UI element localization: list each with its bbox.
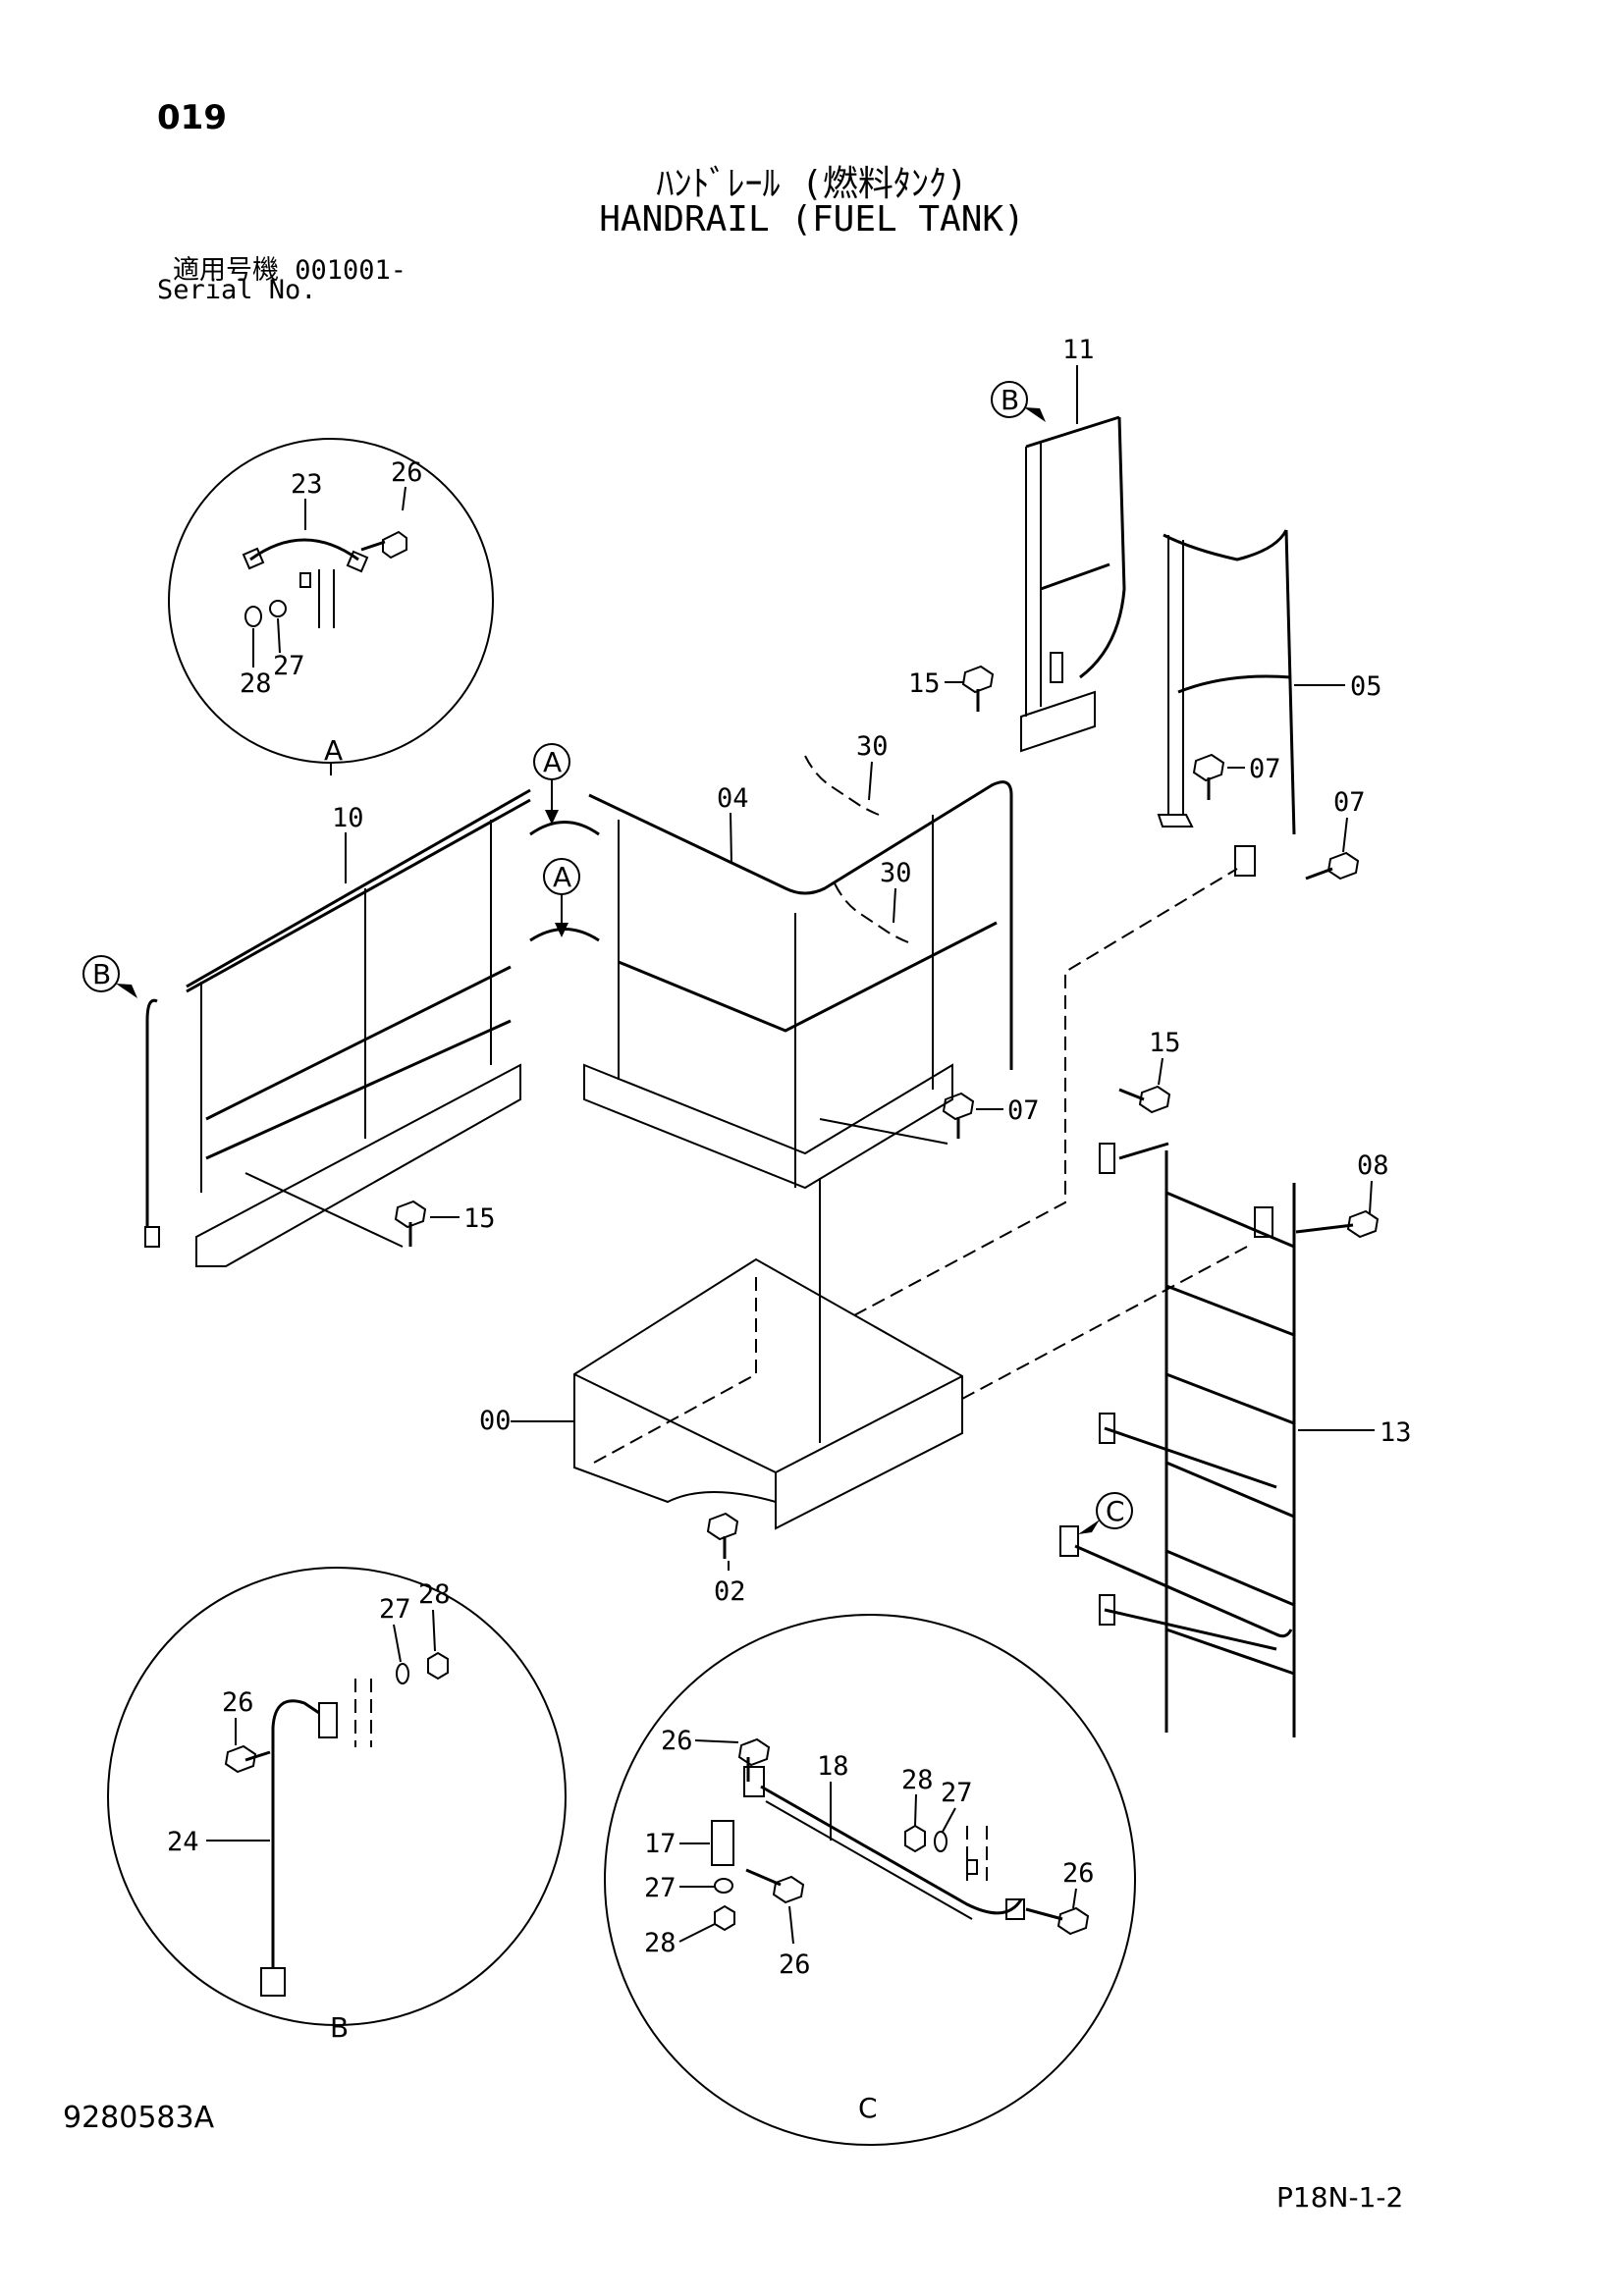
part-27-label-c2: 27 (941, 1778, 973, 1808)
part-10-label: 10 (332, 803, 364, 833)
part-24-label: 24 (167, 1827, 199, 1857)
callout-a-lower: A (543, 858, 580, 937)
part-26-label: 26 (391, 457, 423, 488)
part-27-label: 27 (273, 651, 305, 681)
callout-a-upper: A (533, 743, 570, 825)
part-27-label-c1: 27 (644, 1873, 677, 1903)
chain-30-upper (804, 755, 880, 816)
part-02-label: 02 (714, 1576, 746, 1607)
serial-label-english: Serial No. (157, 275, 317, 305)
bolt-15-left (394, 1200, 427, 1229)
part-13-label: 13 (1380, 1417, 1412, 1448)
part-27-label-b: 27 (379, 1594, 411, 1625)
part-08-label: 08 (1357, 1150, 1389, 1181)
handrail-10 (144, 788, 531, 1267)
part-28-label: 28 (240, 668, 272, 699)
bolt-08 (1346, 1209, 1380, 1239)
svg-text:B: B (92, 958, 111, 990)
detail-view-c: C (604, 1614, 1136, 2146)
part-18-label: 18 (817, 1751, 849, 1782)
part-05-label: 05 (1350, 671, 1382, 702)
part-15-label-left: 15 (463, 1203, 496, 1234)
part-28-label-c1: 28 (644, 1928, 677, 1958)
part-07-label-far: 07 (1333, 787, 1366, 818)
title-japanese: ﾊﾝﾄﾞﾚｰﾙ (燃料ﾀﾝｸ) (656, 164, 968, 204)
part-26-label-c1: 26 (661, 1726, 693, 1756)
part-26-label-b: 26 (222, 1687, 254, 1718)
part-17-label: 17 (644, 1829, 677, 1859)
part-28-label-c2: 28 (901, 1765, 934, 1795)
part-15-label-right: 15 (1149, 1028, 1181, 1058)
bolt-07-mid (942, 1092, 975, 1121)
ladder-13 (1059, 1142, 1296, 1737)
page-code: P18N-1-2 (1276, 2181, 1404, 2214)
page-number: 019 (157, 98, 227, 137)
part-26-label-c2: 26 (779, 1949, 811, 1980)
svg-text:C: C (1106, 1495, 1125, 1527)
part-11-label: 11 (1062, 335, 1095, 365)
tank-leader-lower (961, 1246, 1248, 1400)
svg-text:B: B (1001, 384, 1019, 416)
bolt-15-top (961, 665, 995, 694)
detail-c-letter: C (858, 2092, 878, 2124)
svg-text:A: A (543, 746, 562, 778)
fuel-tank-00 (573, 1257, 963, 1530)
callout-b-top: B (991, 381, 1046, 422)
svg-text:A: A (553, 861, 571, 893)
title-english: HANDRAIL (FUEL TANK) (599, 199, 1025, 240)
part-15-label-top: 15 (908, 668, 941, 699)
part-07-label-right: 07 (1249, 754, 1281, 784)
bolt-07-right (1192, 753, 1225, 782)
bolt-02 (706, 1512, 739, 1541)
chain-30-lower (834, 882, 909, 943)
handrail-04 (529, 780, 1013, 1190)
part-28-label-b: 28 (418, 1579, 451, 1610)
detail-view-b: B (107, 1567, 567, 2044)
serial-range-japanese: 適用号機 001001- (173, 255, 407, 286)
detail-view-a: A (168, 438, 494, 775)
part-30-label-lower: 30 (880, 858, 912, 888)
part-26-label-c3: 26 (1062, 1858, 1095, 1889)
handrail-11 (1020, 415, 1126, 753)
part-30-label-upper: 30 (856, 731, 889, 762)
handrail-05 (1157, 529, 1296, 835)
part-23-label: 23 (291, 469, 323, 500)
part-00-label: 00 (479, 1406, 512, 1436)
bolt-15-right (1138, 1085, 1171, 1114)
detail-a-letter: A (324, 734, 343, 767)
part-04-label: 04 (717, 783, 749, 814)
document-id: 9280583A (63, 2101, 215, 2135)
detail-b-letter: B (330, 2011, 349, 2044)
part-07-label-mid: 07 (1007, 1095, 1040, 1126)
callout-c: C (1078, 1492, 1133, 1534)
callout-b-left: B (82, 955, 137, 998)
tank-leader-upper (853, 868, 1238, 1316)
bolt-07-far (1326, 851, 1360, 881)
